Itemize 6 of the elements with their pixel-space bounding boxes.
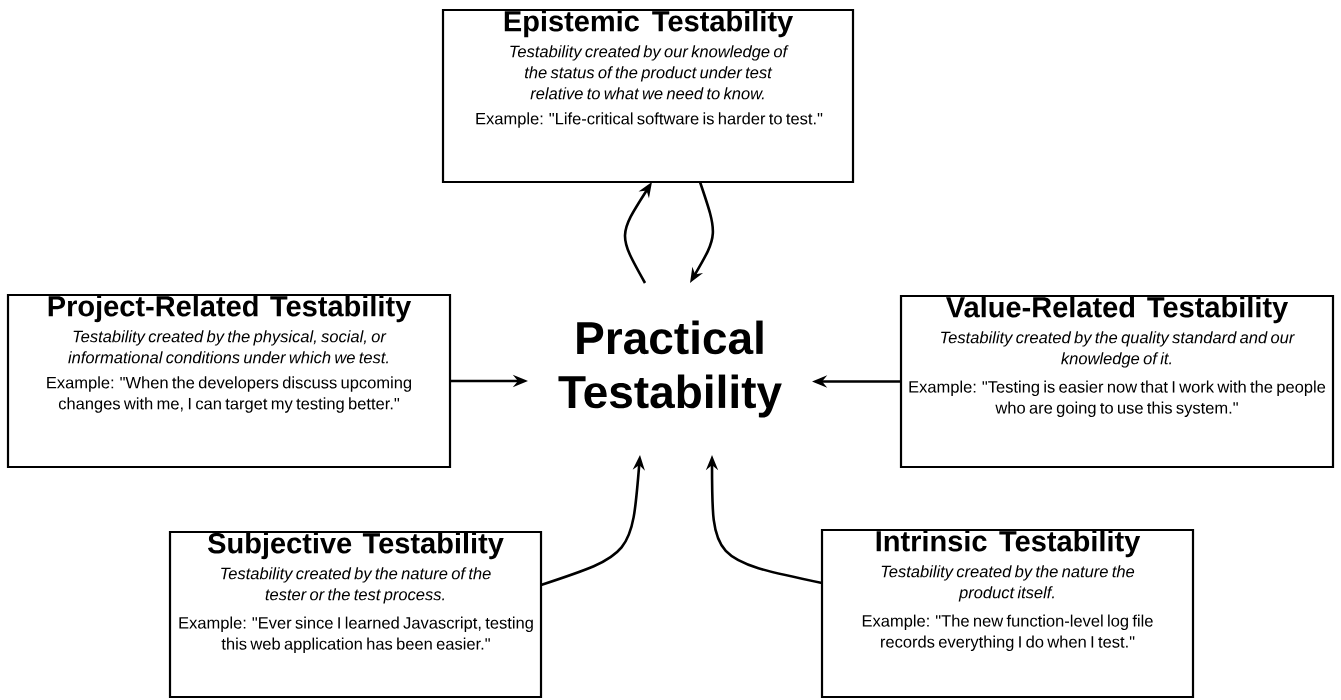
testability-box: Value-Related Testability Testability created by the quality standard and our knowledge of it. Example: "Testing is easier now that I work with the people who are going to use this system." xyxy=(899,294,1335,469)
center-label: Practical Testability xyxy=(558,320,782,418)
testability-box: Project-Related Testability Testability created by the physical, social, or informational conditions under which we test. Example: "When the developers discuss upcoming changes with me, I can target my testing better." xyxy=(6,293,452,469)
testability-box: Subjective Testability Testability created by the nature of the tester or the test process. Example: "Ever since I learned Javascript, testing this web application has been easier." xyxy=(168,530,543,699)
testability-box: Epistemic Testability Testability created by our knowledge of the status of the product under test relative to what we need to know. Example: "Life-critical software is harder to test." xyxy=(441,8,855,184)
testability-box: Intrinsic Testability Testability created by the nature the product itself. Example: "The new function-level log file records everything I do when I test." xyxy=(820,528,1195,699)
